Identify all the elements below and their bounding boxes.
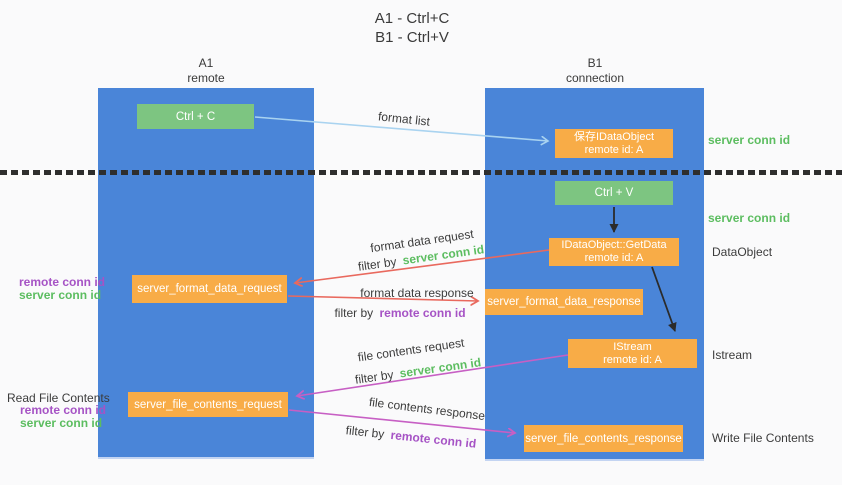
filter-by-text: filter by <box>334 306 374 320</box>
istream-title: IStream <box>613 340 652 353</box>
filter-by-remote-conn-id-label-1: filter by remote conn id <box>334 306 465 320</box>
server-file-contents-response-label: server_file_contents_response <box>525 432 682 445</box>
filter-by-text: filter by <box>354 367 395 387</box>
remote-conn-id-text: remote conn id <box>389 427 477 451</box>
istream-side-label: Istream <box>712 348 753 362</box>
lane-header-b1: B1 connection <box>535 56 655 86</box>
format-list-label: format list <box>377 109 431 129</box>
idataobject-getdata-box: IDataObject::GetData remote id: A <box>549 238 679 266</box>
right-server-conn-id-label-1: server conn id <box>708 133 791 147</box>
save-idataobject-title: 保存IDataObject <box>573 130 655 143</box>
server-file-contents-request-box: server_file_contents_request <box>128 392 288 417</box>
server-file-contents-response-box: server_file_contents_response <box>524 425 683 452</box>
left-conn-id-group-1: remote conn id server conn id <box>19 276 105 302</box>
ctrl-c-label: Ctrl + C <box>175 110 216 123</box>
left-conn-id-group-2: remote conn id server conn id <box>20 404 106 429</box>
server-conn-id-text: server conn id <box>398 355 482 381</box>
write-file-contents-label: Write File Contents <box>712 431 814 445</box>
left-server-conn-id-label-1: server conn id <box>19 288 102 302</box>
server-file-contents-request-label: server_file_contents_request <box>134 398 282 411</box>
getdata-remote-id: remote id: A <box>584 252 644 264</box>
left-server-conn-id-label-2: server conn id <box>20 415 103 430</box>
filter-by-text: filter by <box>345 423 386 442</box>
ctrl-v-label: Ctrl + V <box>594 187 634 199</box>
server-format-data-request-label: server_format_data_request <box>137 283 282 295</box>
remote-conn-id-text: remote conn id <box>379 306 466 320</box>
left-remote-conn-id-label-1: remote conn id <box>19 275 106 289</box>
dataobject-label: DataObject <box>712 245 773 259</box>
ctrl-v-event-box: Ctrl + V <box>555 181 673 205</box>
istream-box: IStream remote id: A <box>568 339 697 368</box>
copy-paste-separator-line <box>0 170 842 175</box>
server-format-data-response-box: server_format_data_response <box>485 289 643 315</box>
left-remote-conn-id-label-2: remote conn id <box>20 403 107 417</box>
lane-a1-role: remote <box>187 71 225 85</box>
filter-by-text: filter by <box>357 254 398 274</box>
format-data-response-label: format data response <box>360 286 474 300</box>
server-format-data-request-box: server_format_data_request <box>132 275 287 303</box>
getdata-title: IDataObject::GetData <box>561 239 667 251</box>
title-line-b1: B1 - Ctrl+V <box>375 29 449 46</box>
lane-header-a1: A1 remote <box>146 56 266 86</box>
save-idataobject-box: 保存IDataObject remote id: A <box>555 129 673 158</box>
file-contents-response-label: file contents response <box>368 394 486 424</box>
lane-b1-name: B1 <box>587 56 603 70</box>
save-idataobject-remote-id: remote id: A <box>584 143 644 156</box>
title-line-a1: A1 - Ctrl+C <box>374 10 450 27</box>
lane-b1-role: connection <box>565 71 625 85</box>
filter-by-remote-conn-id-label-2: filter by remote conn id <box>345 423 477 451</box>
server-format-data-response-label: server_format_data_response <box>487 296 641 308</box>
ctrl-c-event-box: Ctrl + C <box>137 104 254 129</box>
istream-remote-id: remote id: A <box>603 353 662 366</box>
right-server-conn-id-label-2: server conn id <box>708 211 791 225</box>
lane-a1-name: A1 <box>198 56 214 70</box>
read-file-contents-label: Read File Contents <box>7 391 110 405</box>
diagram-title: A1 - Ctrl+C B1 - Ctrl+V <box>312 9 512 47</box>
